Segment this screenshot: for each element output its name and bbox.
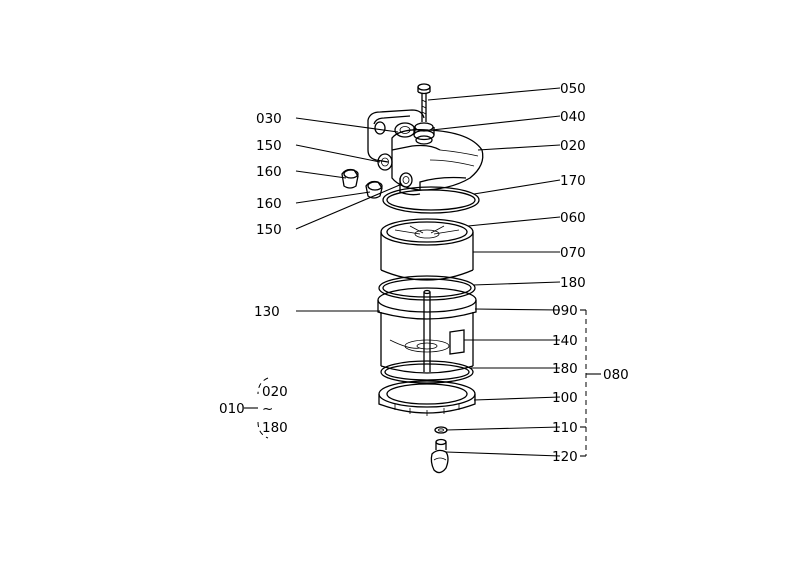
callout-180-upper: 180: [560, 275, 586, 291]
fuel-filter-drawing: [341, 83, 484, 474]
callout-120: 120: [552, 449, 578, 465]
filter-element-070-part: [380, 218, 474, 281]
group-080-bracket: [580, 309, 601, 457]
callout-020: 020: [560, 138, 586, 154]
callout-060: 060: [560, 210, 586, 226]
callout-100: 100: [552, 390, 578, 406]
drain-plug-120-part: [430, 438, 449, 474]
o-ring-170-part: [382, 186, 480, 214]
callout-170: 170: [560, 173, 586, 189]
callout-140: 140: [552, 333, 578, 349]
callout-070: 070: [560, 245, 586, 261]
callout-160-upper: 160: [256, 164, 282, 180]
washer-040-part: [413, 122, 435, 141]
o-ring-180-upper-part: [378, 275, 476, 301]
callout-040: 040: [560, 109, 586, 125]
retaining-ring-100-part: [378, 380, 476, 416]
callout-150-lower: 150: [256, 222, 282, 238]
callout-130: 130: [254, 304, 280, 320]
plug-160-upper-part: [341, 168, 359, 189]
callout-030: 030: [256, 111, 282, 127]
filter-head-020-part: [391, 129, 484, 196]
assembly-note-010: [244, 377, 269, 439]
plug-150-lower-part: [399, 172, 413, 188]
callout-090: 090: [552, 303, 578, 319]
bolt-050-part: [417, 83, 431, 122]
assembly-ref: 010: [219, 401, 245, 417]
callout-180-lower: 180: [552, 361, 578, 377]
bowl-090-part: [377, 287, 477, 374]
leader-lines: [295, 87, 561, 457]
callout-labels: 050 040 020 170 060 070 180 090 140 180 …: [219, 81, 629, 465]
bracket-030-part: [367, 109, 425, 163]
callout-150-upper: 150: [256, 138, 282, 154]
callout-080: 080: [603, 367, 629, 383]
washer-110-part: [434, 426, 448, 434]
assembly-tilde: ~: [262, 401, 273, 417]
o-ring-180-lower-part: [380, 360, 474, 384]
callout-160-lower: 160: [256, 196, 282, 212]
assembly-to: 180: [262, 420, 288, 436]
callout-110: 110: [552, 420, 578, 436]
callout-050: 050: [560, 81, 586, 97]
assembly-from: 020: [262, 384, 288, 400]
